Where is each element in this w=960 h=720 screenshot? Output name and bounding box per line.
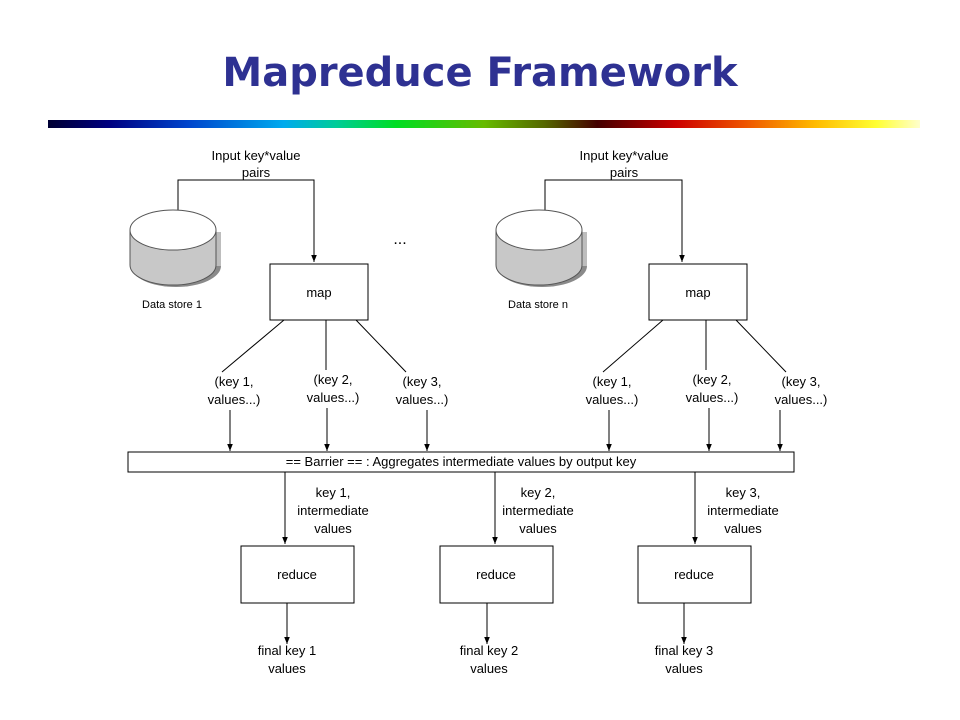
map-output-3-left-line1: (key 3, [402, 374, 441, 389]
final-output-2-line2: values [470, 661, 508, 676]
final-output-3-line1: final key 3 [655, 643, 714, 658]
map-output-2-right-line1: (key 2, [692, 372, 731, 387]
reduce-branch-3: key 3, intermediate values reduce final … [637, 472, 779, 676]
barrier-label: == Barrier == : Aggregates intermediate … [286, 454, 637, 469]
reduce-input-1-line1: key 1, [316, 485, 351, 500]
data-store-1-label: Data store 1 [142, 299, 202, 311]
final-output-2-line1: final key 2 [460, 643, 519, 658]
reduce-label-2: reduce [476, 567, 516, 582]
input-arrow-left [177, 179, 317, 262]
right-branch: Input key*value pairs Data store n map (… [495, 148, 828, 451]
reduce-input-2-line2: intermediate [502, 503, 574, 518]
map-output-3-right-line2: values...) [775, 392, 828, 407]
reduce-box-3 [637, 545, 752, 604]
reduce-label-1: reduce [277, 567, 317, 582]
input-pairs-line2-left: pairs [242, 165, 271, 180]
map-box-left [269, 263, 369, 321]
reduce-branch-2: key 2, intermediate values reduce final … [439, 472, 574, 676]
reduce-input-1-line3: values [314, 521, 352, 536]
final-output-1-line2: values [268, 661, 306, 676]
reduce-branch-1: key 1, intermediate values reduce final … [240, 472, 369, 676]
reduce-input-3-line3: values [724, 521, 762, 536]
reduce-input-2-line3: values [519, 521, 557, 536]
map-split-line-3-right [735, 319, 787, 373]
reduce-input-2-line1: key 2, [521, 485, 556, 500]
barrier-bar [127, 451, 795, 473]
reduce-box-1 [240, 545, 355, 604]
data-store-n-label: Data store n [508, 299, 568, 311]
reduce-input-3-line2: intermediate [707, 503, 779, 518]
map-label-left: map [306, 285, 331, 300]
map-output-2-right-line2: values...) [686, 390, 739, 405]
rainbow-divider [48, 120, 920, 128]
reduce-box-2 [439, 545, 554, 604]
map-output-3-right-line1: (key 3, [781, 374, 820, 389]
map-output-1-right-line2: values...) [586, 392, 639, 407]
map-split-line-3-left [355, 319, 407, 373]
final-output-3-line2: values [665, 661, 703, 676]
reduce-input-1-line2: intermediate [297, 503, 369, 518]
map-output-2-left-line2: values...) [307, 390, 360, 405]
input-arrow-right [544, 179, 685, 262]
map-split-line-1-left [221, 319, 285, 373]
reduce-input-3-line1: key 3, [726, 485, 761, 500]
reduce-label-3: reduce [674, 567, 714, 582]
map-output-2-left-line1: (key 2, [313, 372, 352, 387]
input-pairs-line1-right: Input key*value [580, 148, 669, 163]
map-output-1-right-line1: (key 1, [592, 374, 631, 389]
map-output-1-left-line2: values...) [208, 392, 261, 407]
map-output-1-left-line1: (key 1, [214, 374, 253, 389]
map-split-line-1-right [602, 319, 664, 373]
slide-title: Mapreduce Framework [222, 50, 738, 96]
input-pairs-line1-left: Input key*value [212, 148, 301, 163]
left-branch: Input key*value pairs Data store 1 map (… [129, 148, 449, 451]
data-store-n-icon [495, 209, 587, 287]
data-store-1-icon [129, 209, 221, 287]
map-label-right: map [685, 285, 710, 300]
map-output-3-left-line2: values...) [396, 392, 449, 407]
final-output-1-line1: final key 1 [258, 643, 317, 658]
ellipsis-separator: ... [393, 231, 406, 248]
map-box-right [648, 263, 748, 321]
input-pairs-line2-right: pairs [610, 165, 639, 180]
